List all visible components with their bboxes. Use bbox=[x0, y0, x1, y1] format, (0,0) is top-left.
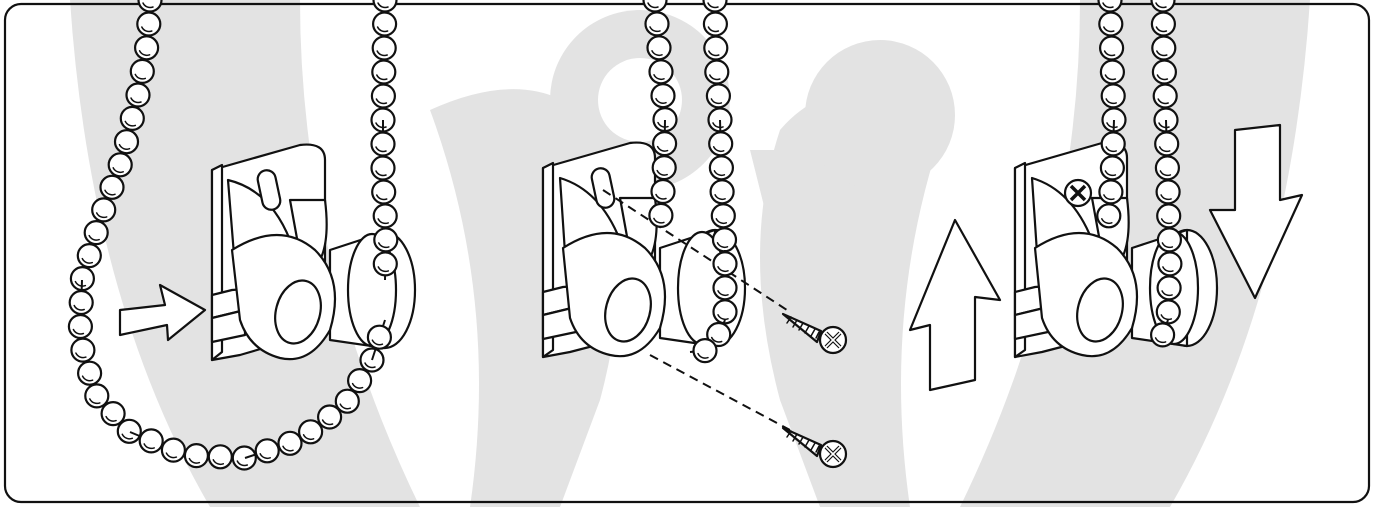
chain-bead bbox=[1154, 85, 1177, 108]
chain-bead bbox=[1102, 132, 1125, 155]
chain-bead bbox=[70, 291, 93, 314]
chain-bead bbox=[127, 84, 150, 107]
chain-bead bbox=[118, 420, 141, 443]
chain-bead bbox=[704, 0, 727, 12]
chain-bead bbox=[644, 0, 667, 12]
chain-bead bbox=[1101, 61, 1124, 84]
chain-bead bbox=[78, 362, 101, 385]
chain-bead bbox=[1152, 37, 1175, 60]
chain-bead bbox=[714, 252, 737, 275]
chain-bead bbox=[704, 13, 727, 36]
chain-bead bbox=[374, 0, 397, 12]
chain-bead bbox=[652, 180, 675, 203]
chain-bead bbox=[653, 156, 676, 179]
chain-bead bbox=[279, 432, 302, 455]
chain-bead bbox=[710, 156, 733, 179]
chain-bead bbox=[140, 429, 163, 452]
chain-bead bbox=[1157, 300, 1180, 323]
chain-bead bbox=[652, 84, 675, 107]
chain-bead bbox=[374, 204, 397, 227]
chain-bead bbox=[1102, 84, 1125, 107]
chain-bead bbox=[1158, 276, 1181, 299]
chain-bead bbox=[373, 13, 396, 36]
chain-bead bbox=[694, 339, 717, 362]
chain-bead bbox=[372, 61, 395, 84]
chain-bead bbox=[209, 445, 232, 468]
chain-bead bbox=[85, 384, 108, 407]
chain-bead bbox=[101, 176, 124, 199]
chain-bead bbox=[704, 37, 727, 60]
chain-bead bbox=[185, 444, 208, 467]
chain-bead bbox=[648, 36, 671, 59]
chain-bead bbox=[372, 181, 395, 204]
chain-bead bbox=[713, 228, 736, 251]
chain-bead bbox=[299, 420, 322, 443]
chain-bead bbox=[705, 61, 728, 84]
chain-bead bbox=[1101, 156, 1124, 179]
chain-bead bbox=[162, 439, 185, 462]
chain-bead bbox=[1151, 323, 1174, 346]
screw-guide-line bbox=[650, 355, 790, 430]
chain-bead bbox=[1158, 252, 1181, 275]
chain-bead bbox=[372, 157, 395, 180]
chain-bead bbox=[714, 276, 737, 299]
chain-bead bbox=[653, 132, 676, 155]
chain-bead bbox=[1155, 132, 1178, 155]
chain-bead bbox=[78, 244, 101, 267]
chain-bead bbox=[1158, 228, 1181, 251]
chain-bead bbox=[368, 326, 391, 349]
arrow-up-icon bbox=[910, 220, 1000, 390]
chain-bead bbox=[137, 13, 160, 36]
chain-bead bbox=[649, 204, 672, 227]
chain-bead bbox=[85, 221, 108, 244]
chain-bead bbox=[71, 339, 94, 362]
chain-bead bbox=[109, 153, 132, 176]
chain-bead bbox=[69, 315, 92, 338]
chain-bead bbox=[1099, 180, 1122, 203]
chain-bead bbox=[650, 60, 673, 83]
chain-bead bbox=[256, 439, 279, 462]
chain-bead bbox=[233, 447, 256, 470]
chain-bead bbox=[336, 390, 359, 413]
chain-bead bbox=[348, 369, 371, 392]
chain-bead bbox=[373, 37, 396, 60]
chain-bead bbox=[131, 60, 154, 83]
chain-bead bbox=[135, 36, 158, 59]
chain-bead bbox=[1157, 204, 1180, 227]
chain-bead bbox=[1153, 61, 1176, 84]
chain-bead bbox=[92, 198, 115, 221]
chain-bead bbox=[714, 300, 737, 323]
chain-bead bbox=[1100, 37, 1123, 60]
chain-bead bbox=[711, 180, 734, 203]
chain-bead bbox=[1097, 204, 1120, 227]
chain-bead bbox=[372, 85, 395, 108]
chain-bead bbox=[1157, 180, 1180, 203]
chain-bead bbox=[709, 132, 732, 155]
chain-bead bbox=[121, 107, 144, 130]
chain-bead bbox=[707, 84, 730, 107]
chain-bead bbox=[712, 204, 735, 227]
chain-bead bbox=[1152, 13, 1175, 36]
chain-bead bbox=[372, 133, 395, 156]
chain-bead bbox=[646, 12, 669, 35]
chain-bead bbox=[1099, 13, 1122, 36]
chain-bead bbox=[374, 228, 397, 251]
chain-bead bbox=[115, 130, 138, 153]
chain-bead bbox=[374, 252, 397, 275]
chain-bead bbox=[1156, 156, 1179, 179]
chain-bead bbox=[102, 402, 125, 425]
